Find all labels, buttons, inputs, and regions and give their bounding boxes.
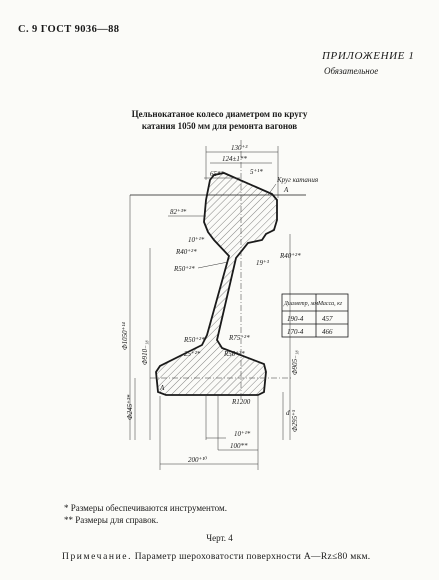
remark-text: Параметр шероховатости поверхности A—Rz≤… [132,552,371,562]
wheel-section-outline [155,172,278,396]
dim-r40-left: R40⁺²* [175,248,197,256]
mark-a-hub: A [159,384,165,392]
figure-title-line-1: Цельнокатаное колесо диаметром по кругу [131,109,308,119]
dim-100: 100** [230,442,248,450]
figure-caption: Черт. 4 [206,533,233,543]
dim-d910: Ф910₋₁₈ [141,340,149,365]
diameter-mass-table: Диаметр, мм Масса, кг 190-4 457 170-4 46… [281,293,349,338]
dim-d295: Ф295⁺⁵ [291,409,299,432]
dim-130: 130⁺³ [231,144,248,152]
dim-82: 82⁺³* [170,208,187,216]
dim-5: 5⁺¹* [250,168,263,176]
dim-d245: Ф245⁺³* [126,394,134,420]
footnote-tooling: * Размеры обеспечиваются инструментом. [64,503,227,513]
dim-r50-left: R50⁺²* [183,336,205,344]
dim-10-top: 10⁺¹* [188,236,205,244]
mark-a-top: A [283,186,289,194]
dim-d905: Ф905₋₁₈ [291,350,299,375]
table-cell: 466 [322,328,333,336]
appendix-title: ПРИЛОЖЕНИЕ 1 [322,50,415,62]
table-cell: 170-4 [287,328,304,336]
figure-title-line-2: катания 1050 мм для ремонта вагонов [141,121,298,131]
dim-124: 124±1** [222,155,247,163]
dim-d1050: Ф1050⁺¹⁴ [121,322,129,350]
table-cell: 457 [322,315,333,323]
wheel-drawing: 130⁺³ 124±1** 65** 5⁺¹* Круг катания A 8… [121,140,349,470]
appendix-status: Обязательное [324,66,379,76]
dim-r75: R75⁺²* [228,334,250,342]
dim-19: 19⁺³ [256,259,270,267]
dim-10-bottom: 10⁺¹* [234,430,251,438]
table-cell: 190-4 [287,315,304,323]
remark-lead: Примечание. [62,552,133,562]
dim-r50-upper: R50⁺²* [173,265,195,273]
dim-200: 200⁺¹⁰ [188,456,207,464]
table-header-diameter: Диаметр, мм [283,301,318,307]
mark-d: d [286,409,290,417]
dim-r50-right: R50⁺²* [223,350,245,358]
label-rolling-circle: Круг катания [276,176,318,184]
footnote-reference: ** Размеры для справок. [64,515,159,525]
dim-65: 65** [210,170,225,178]
dim-25: 25⁺²* [184,350,201,358]
remark: Примечание. Параметр шероховатости повер… [62,552,371,562]
dim-r1200: R1200 [231,398,251,406]
page-header: С. 9 ГОСТ 9036—88 [18,24,120,35]
table-header-mass: Масса, кг [317,301,343,307]
